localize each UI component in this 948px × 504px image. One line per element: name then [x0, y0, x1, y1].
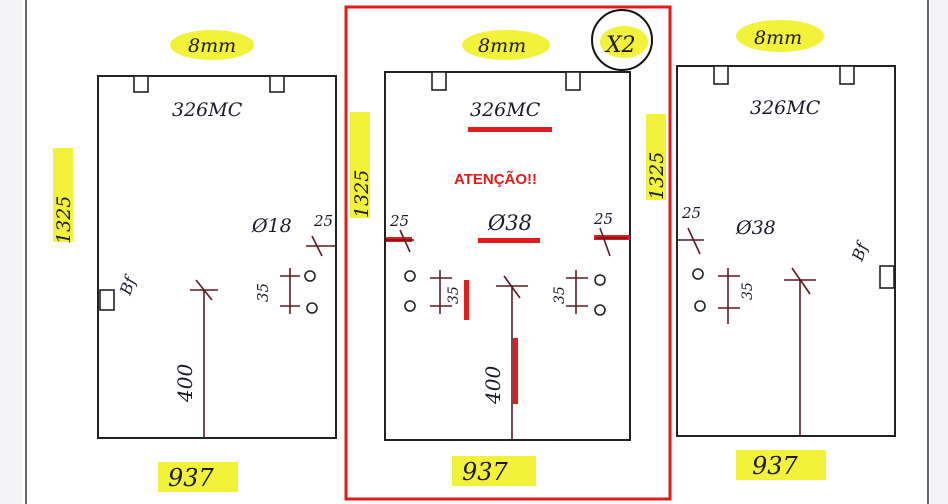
center-top-highlight — [462, 30, 550, 60]
right-hole-2 — [694, 300, 706, 312]
right-edge-cross — [687, 227, 701, 255]
center-diameter-red-underline — [478, 238, 540, 243]
left-top-notch-2 — [269, 75, 285, 93]
left-bottom-highlight — [158, 462, 238, 492]
center-hole-left-2 — [404, 300, 416, 312]
center-right-side-highlight — [646, 114, 666, 200]
center-right-edge-cross — [599, 227, 611, 257]
right-panel-outline — [676, 65, 896, 437]
center-side-dimension-right: 1325 — [646, 152, 668, 200]
right-bottom-highlight — [736, 450, 826, 480]
center-dim-35-left: 35 — [446, 286, 462, 304]
right-panel-drawing: 8mm 326MC Ø38 25 35 Bf 937 — [676, 20, 896, 480]
left-hole-2 — [306, 302, 318, 314]
center-diameter-label: Ø38 — [487, 211, 532, 235]
right-top-dimension: 8mm — [754, 27, 802, 49]
left-dim-400: 400 — [173, 364, 197, 403]
center-dim-35-right: 35 — [552, 286, 568, 304]
center-top-notch-1 — [431, 71, 447, 91]
left-diameter-label: Ø18 — [251, 215, 292, 237]
right-top-highlight — [736, 20, 824, 52]
quantity-label: X2 — [604, 33, 636, 58]
center-red-frame — [344, 5, 672, 501]
left-hole-1 — [304, 270, 316, 282]
left-side-notch — [99, 289, 115, 311]
right-center-cross — [791, 267, 811, 295]
center-side-dimension-left: 1325 — [351, 170, 373, 218]
center-hole-right-2 — [594, 304, 606, 316]
left-top-highlight — [170, 30, 254, 60]
left-dim-25: 25 — [313, 212, 333, 230]
right-dim-25: 25 — [681, 204, 701, 222]
left-top-notch-1 — [133, 75, 149, 93]
right-top-notch-1 — [713, 65, 729, 85]
left-edge-cross — [311, 235, 323, 257]
center-center-cross — [503, 275, 521, 299]
quantity-highlight — [600, 26, 648, 58]
center-hole-left-1 — [404, 270, 416, 282]
left-center-cross — [195, 279, 213, 301]
center-model-label: 326MC — [470, 99, 541, 121]
left-panel-drawing: 8mm 1325 326MC Ø18 25 35 400 Bf 937 — [53, 30, 337, 492]
left-model-label: 326MC — [172, 99, 243, 121]
right-hole-1 — [692, 268, 704, 280]
center-dim-400: 400 — [481, 366, 505, 405]
right-top-notch-2 — [839, 65, 855, 85]
center-model-red-underline — [468, 127, 552, 132]
center-top-notch-2 — [565, 71, 581, 91]
center-400-red-mark — [513, 338, 518, 404]
warning-label: ATENÇÃO!! — [454, 170, 537, 188]
left-bottom-dimension: 937 — [168, 464, 215, 492]
center-left-hole-red-mark — [464, 280, 469, 320]
center-panel-outline — [384, 71, 631, 441]
center-hole-right-1 — [594, 274, 606, 286]
center-bottom-highlight — [452, 456, 536, 486]
right-model-label: 326MC — [750, 97, 821, 119]
left-side-dimension: 1325 — [53, 196, 75, 244]
center-bottom-dimension: 937 — [462, 458, 509, 486]
center-top-dimension: 8mm — [478, 35, 526, 57]
right-diameter-label: Ø38 — [735, 217, 776, 239]
right-side-notch — [879, 265, 895, 289]
left-side-highlight — [53, 148, 73, 242]
right-bottom-dimension: 937 — [752, 452, 799, 480]
right-dim-35: 35 — [740, 282, 756, 300]
center-panel-drawing: 8mm X2 1325 1325 326MC ATENÇÃO!! Ø38 25 … — [344, 5, 672, 501]
left-panel-outline — [97, 75, 337, 439]
center-dim-25-left: 25 — [389, 212, 409, 230]
center-left-edge-cross — [399, 229, 411, 253]
center-dim-25-right: 25 — [593, 210, 613, 228]
center-left-side-highlight — [350, 112, 370, 218]
left-top-dimension: 8mm — [188, 35, 236, 57]
left-dim-35: 35 — [254, 283, 272, 302]
quantity-circle — [591, 9, 653, 71]
